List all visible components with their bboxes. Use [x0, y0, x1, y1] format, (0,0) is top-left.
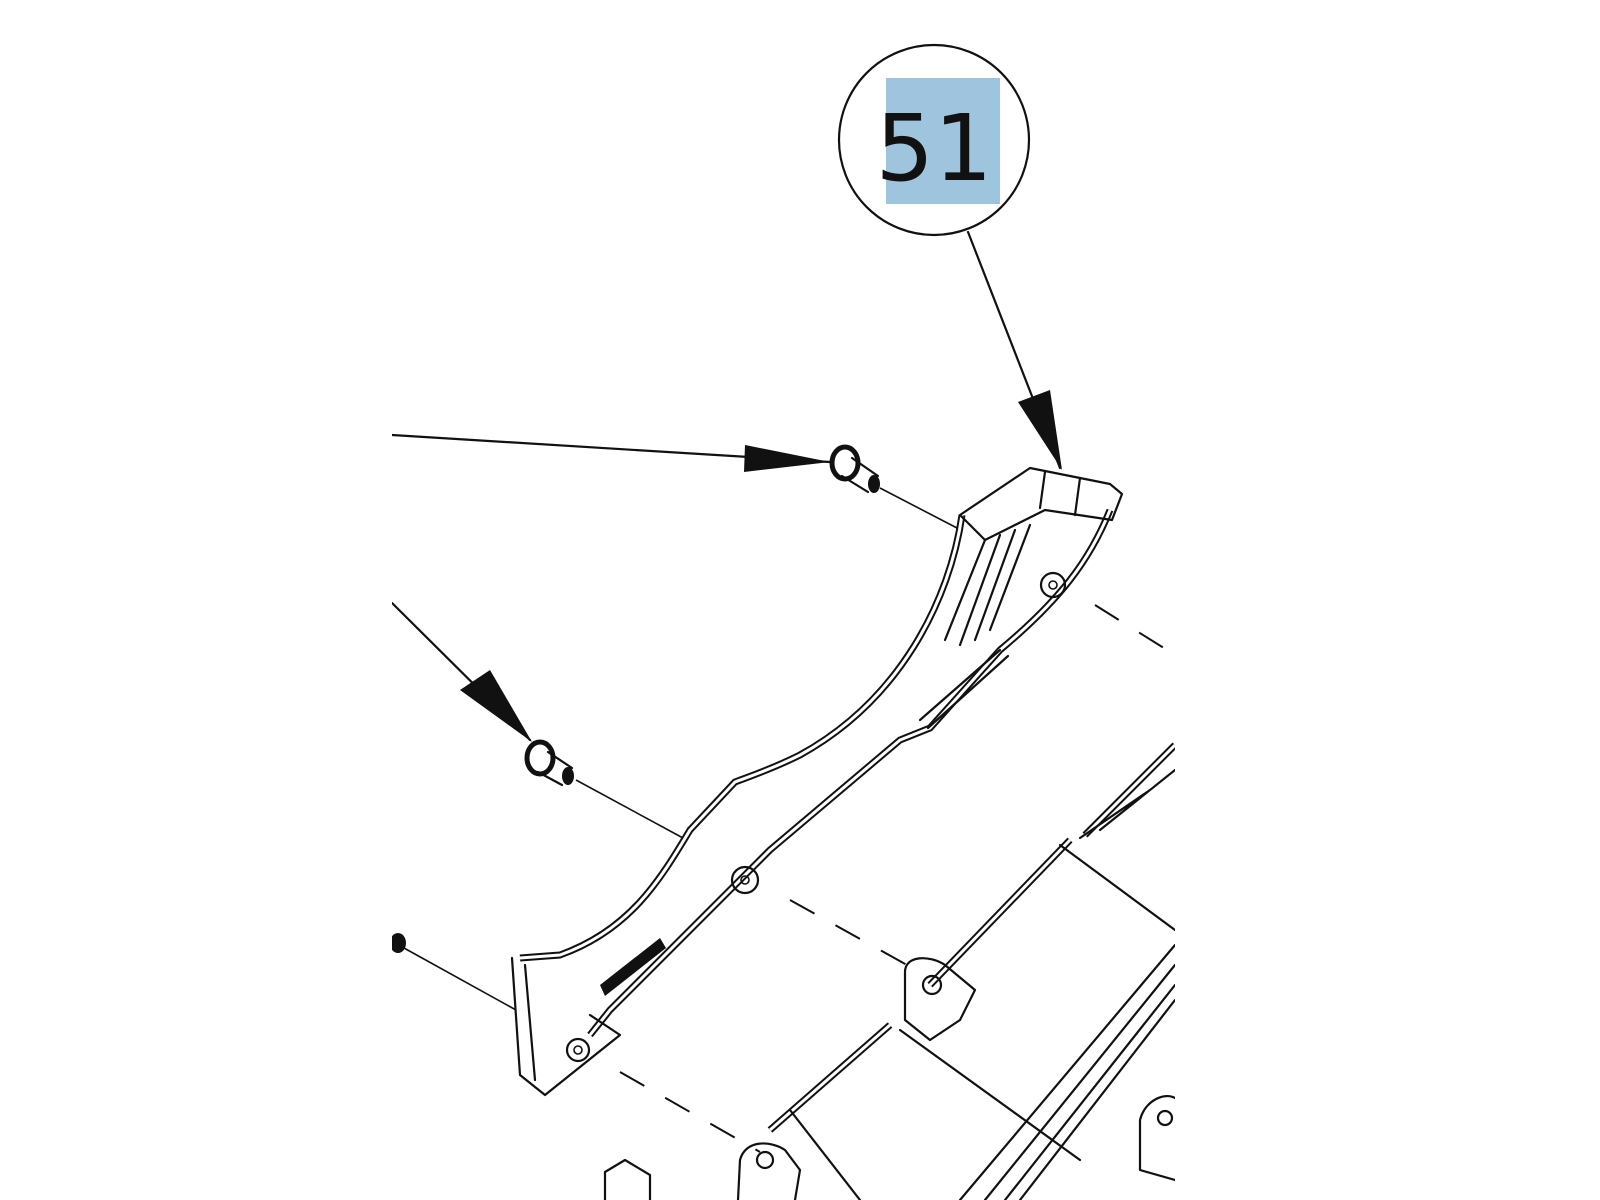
leader-line-screw-top	[392, 433, 832, 472]
frame-assembly	[603, 742, 1175, 1200]
assembly-dashed-line-2	[789, 899, 926, 976]
assembly-dashed-line-1	[1094, 604, 1175, 656]
screw-middle	[524, 739, 574, 787]
assembly-dashed-line-3	[619, 1071, 761, 1153]
leader-line-screw-middle	[392, 601, 532, 742]
screw-axis-middle	[575, 779, 684, 839]
callout-51[interactable]: 51	[837, 43, 1031, 237]
text-selection-highlight	[886, 78, 1000, 204]
screw-bottom	[392, 933, 406, 953]
screw-top	[829, 444, 880, 494]
screw-axis-bottom	[403, 947, 517, 1011]
leader-line-51	[966, 230, 1062, 470]
screw-axis-top	[879, 487, 958, 529]
callout-number: 51	[875, 95, 992, 202]
side-bracket-part	[510, 466, 1124, 1097]
